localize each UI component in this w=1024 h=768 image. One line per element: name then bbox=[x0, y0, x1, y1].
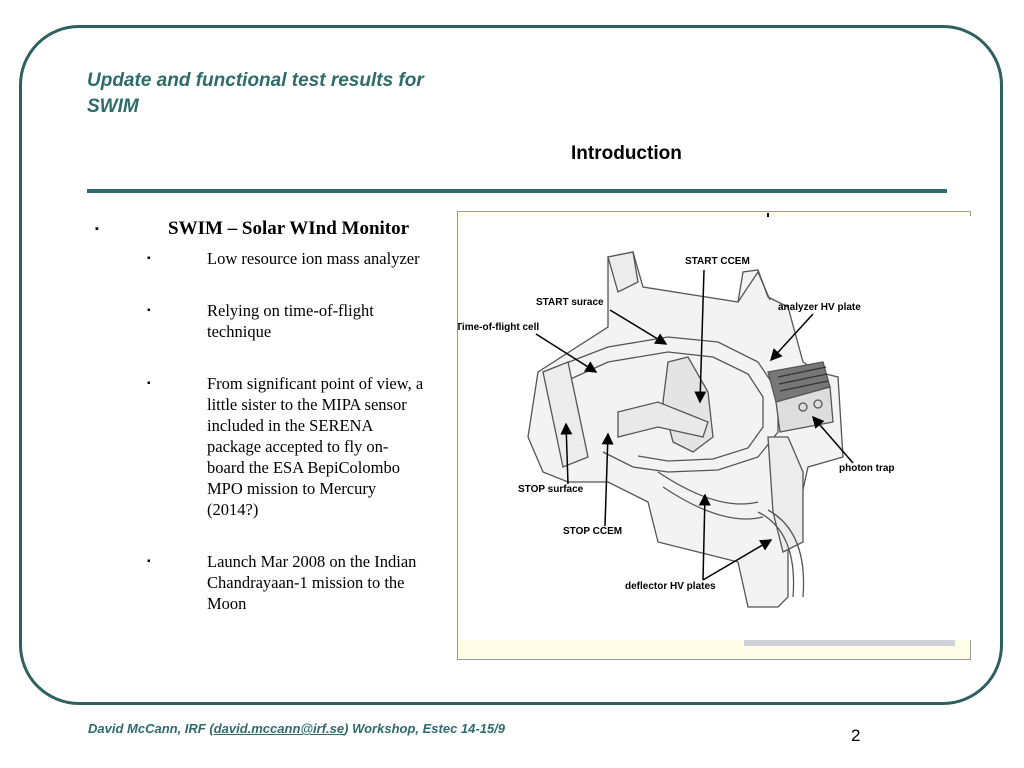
label-stop-ccem: STOP CCEM bbox=[563, 526, 622, 537]
instrument-drawing bbox=[527, 251, 844, 608]
slide-title: Update and functional test results for S… bbox=[87, 70, 424, 117]
bullet-list: ▪ SWIM – Solar WInd Monitor ▪ Low resour… bbox=[95, 218, 425, 645]
label-tof-cell: Time-of-flight cell bbox=[458, 322, 539, 333]
main-bullet: ▪ SWIM – Solar WInd Monitor bbox=[95, 218, 425, 240]
sub-bullet-1: ▪ Low resource ion mass analyzer bbox=[95, 248, 425, 269]
sub-bullet-text: Low resource ion mass analyzer bbox=[207, 249, 420, 268]
bullet-marker: ▪ bbox=[147, 253, 151, 264]
diagram-arrows bbox=[535, 269, 854, 581]
footer-email-link[interactable]: david.mccann@irf.se bbox=[213, 721, 345, 736]
label-start-ccem: START CCEM bbox=[685, 256, 750, 267]
sub-bullet-text: Relying on time-of-flight technique bbox=[207, 301, 374, 341]
sub-bullet-3: ▪ From significant point of view, a litt… bbox=[95, 373, 425, 520]
label-start-surface: START surace bbox=[536, 297, 604, 308]
slide-frame bbox=[19, 25, 1003, 705]
figure-caption-bar bbox=[744, 640, 955, 646]
slide-footer: David McCann, IRF (david.mccann@irf.se) … bbox=[88, 721, 505, 736]
footer-prefix: David McCann, IRF ( bbox=[88, 721, 214, 736]
bullet-marker: ▪ bbox=[147, 556, 151, 567]
sub-bullet-text: Launch Mar 2008 on the Indian Chandrayaa… bbox=[207, 552, 417, 613]
swim-instrument-diagram: START CCEM START surace analyzer HV plat… bbox=[458, 213, 971, 640]
sub-bullet-text: From significant point of view, a little… bbox=[207, 374, 424, 519]
bullet-marker: ▪ bbox=[95, 223, 99, 235]
label-stop-surface: STOP surface bbox=[518, 484, 584, 495]
bullet-marker: ▪ bbox=[147, 378, 151, 389]
label-photon-trap: photon trap bbox=[839, 463, 895, 474]
sub-bullet-4: ▪ Launch Mar 2008 on the Indian Chandray… bbox=[95, 551, 425, 614]
slide-subtitle: Introduction bbox=[571, 143, 682, 164]
footer-suffix: ) Workshop, Estec 14-15/9 bbox=[344, 721, 506, 736]
label-deflector-hv-plates: deflector HV plates bbox=[625, 581, 716, 592]
page-number: 2 bbox=[851, 726, 861, 745]
sub-bullet-2: ▪ Relying on time-of-flight technique bbox=[95, 300, 425, 342]
title-divider bbox=[87, 189, 947, 193]
main-bullet-text: SWIM – Solar WInd Monitor bbox=[168, 218, 410, 239]
bullet-marker: ▪ bbox=[147, 305, 151, 316]
instrument-figure: START CCEM START surace analyzer HV plat… bbox=[457, 211, 971, 660]
label-analyzer-hv-plate: analyzer HV plate bbox=[778, 302, 861, 313]
